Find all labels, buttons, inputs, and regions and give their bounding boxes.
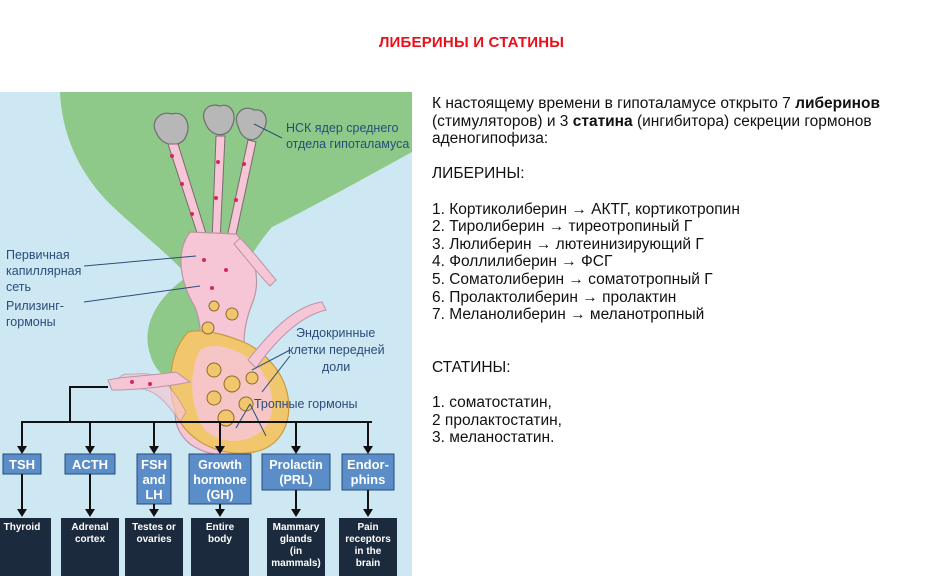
target-label: Testes or <box>132 522 176 533</box>
hormone-label: (PRL) <box>279 473 312 487</box>
intro-part2: (стимуляторов) и 3 <box>432 112 573 130</box>
hormone-label: Growth <box>198 458 242 472</box>
hormone-label: phins <box>351 472 386 487</box>
liberin-item-7: 7. Меланолиберин → меланотропный <box>432 306 705 324</box>
label-capillary-2: капиллярная <box>6 264 81 278</box>
target-arrowhead <box>149 509 159 517</box>
hypothalamus-shape <box>60 92 412 292</box>
target-box <box>0 518 51 576</box>
target-box <box>339 518 397 576</box>
hormone-dots <box>130 154 246 386</box>
target-arrowhead <box>85 509 95 517</box>
target-label: receptors <box>345 534 391 545</box>
target-arrowhead <box>363 509 373 517</box>
hormone-label: FSH <box>141 457 167 472</box>
target-label: body <box>208 534 232 545</box>
hormone-label: LH <box>145 487 162 502</box>
target-box <box>267 518 325 576</box>
label-capillary-3: сеть <box>6 280 31 294</box>
liberin-item-1: 1. Кортиколиберин → АКТГ, кортикотропин <box>432 200 740 218</box>
neuron-axons <box>167 135 257 245</box>
target-label: mammals) <box>271 558 320 569</box>
label-releasing-2: гормоны <box>6 315 56 329</box>
target-label: brain <box>356 558 380 569</box>
branch-arrowhead <box>363 446 373 454</box>
target-label: ovaries <box>136 534 171 545</box>
target-label: Adrenal <box>71 522 108 533</box>
label-endocrine-3: доли <box>322 360 350 374</box>
target-label: Entire <box>206 522 235 533</box>
target-label: glands <box>280 534 313 545</box>
pointer-lines <box>83 123 291 437</box>
branch-arrowhead <box>85 446 95 454</box>
hormone-label: and <box>142 472 165 487</box>
label-nsk-1: НСК ядер среднего <box>286 121 399 135</box>
label-endocrine-1: Эндокринные <box>296 326 375 340</box>
liberin-item-3: 3. Люлиберин → лютеинизирующий Г <box>432 235 704 253</box>
target-label: Thyroid <box>4 522 41 533</box>
intro-paragraph: К настоящему времени в гипоталамусе откр… <box>432 95 932 148</box>
intro-liberins: либеринов <box>795 95 881 112</box>
hormone-label: TSH <box>9 457 35 472</box>
branch-arrowhead <box>149 446 159 454</box>
liberin-item-5: 5. Соматолиберин → соматотропный Г <box>432 270 713 288</box>
branch-arrowhead <box>291 446 301 454</box>
branch-arrowhead <box>17 446 27 454</box>
hormone-label: ACTH <box>72 457 108 472</box>
liberins-heading: ЛИБЕРИНЫ: <box>432 165 525 183</box>
target-label: cortex <box>75 534 105 545</box>
hormone-label: hormone <box>193 473 247 487</box>
text-panel: К настоящему времени в гипоталамусе откр… <box>432 95 932 447</box>
liberin-item-2: 2. Тиролиберин → тиреотропиный Г <box>432 218 693 236</box>
target-label: (in <box>290 546 302 557</box>
label-endocrine-2: клетки передней <box>288 343 385 357</box>
statin-item-1: 1. соматостатин, <box>432 394 552 412</box>
intro-part1: К настоящему времени в гипоталамусе откр… <box>432 95 796 112</box>
vessel-upper-right <box>233 237 277 287</box>
target-label: Pain <box>357 522 378 533</box>
hormone-label: Endor- <box>347 457 389 472</box>
label-nsk-2: отдела гипоталамуса <box>286 137 409 151</box>
target-box <box>61 518 119 576</box>
hormone-label: (GH) <box>206 488 233 502</box>
statin-item-3: 3. меланостатин. <box>432 429 555 447</box>
target-label: in the <box>355 546 382 557</box>
label-releasing-1: Рилизинг- <box>6 299 64 313</box>
target-box <box>191 518 249 576</box>
hormone-label: Prolactin <box>269 458 323 472</box>
liberin-item-6: 6. Пролактолиберин → пролактин <box>432 288 677 306</box>
pituitary-diagram-svg: НСК ядер среднего отдела гипоталамуса Пе… <box>0 92 412 576</box>
vessel-right <box>247 301 327 369</box>
pituitary-diagram: НСК ядер среднего отдела гипоталамуса Пе… <box>0 92 412 576</box>
branch-arrowhead <box>215 446 225 454</box>
hormone-box <box>136 453 172 505</box>
statin-item-2: 2 пролактостатин, <box>432 411 562 429</box>
target-arrowhead <box>215 509 225 517</box>
statins-heading: СТАТИНЫ: <box>432 358 511 376</box>
hormone-box <box>188 453 252 505</box>
target-label: Mammary <box>273 522 320 533</box>
target-arrowhead <box>291 509 301 517</box>
target-box <box>125 518 183 576</box>
liberin-item-4: 4. Фоллилиберин → ФСГ <box>432 253 613 271</box>
label-tropic: Тропные гормоны <box>254 397 358 411</box>
hormone-box <box>341 453 395 491</box>
intro-part3: (ингибитора) секреции гормонов аденогипо… <box>432 112 872 148</box>
hormone-box <box>261 453 331 491</box>
slide-title: ЛИБЕРИНЫ И СТАТИНЫ <box>378 34 565 51</box>
vessel-bottom <box>107 371 192 391</box>
target-arrowhead <box>17 509 27 517</box>
label-capillary-1: Первичная <box>6 248 70 262</box>
intro-statins: статина <box>572 112 633 130</box>
endocrine-cells <box>201 300 259 427</box>
